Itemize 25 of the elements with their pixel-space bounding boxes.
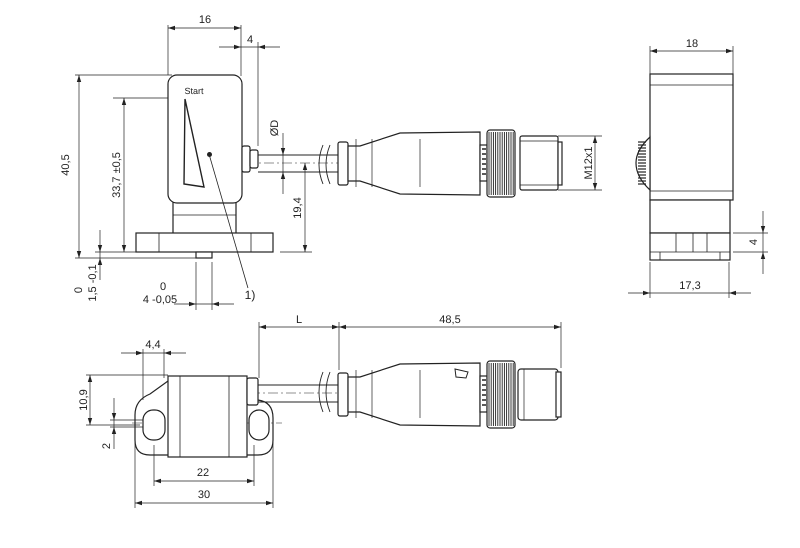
dimension-label: 4 -0,05: [142, 294, 178, 306]
dimension-label: 19,4: [292, 197, 304, 219]
dimension-label: 0: [160, 281, 166, 293]
dimension-label: 0: [73, 286, 85, 294]
dimension-label: 48,5: [439, 314, 461, 326]
dimension-label: 30: [198, 489, 210, 501]
marking-dot: [206, 152, 212, 156]
dimension-label: 1,5 -0,1: [87, 264, 99, 302]
dimension-label: 17,3: [679, 280, 701, 292]
leader-line: [209, 156, 248, 288]
dimension-label: 4: [748, 238, 760, 246]
dimension-label: 18: [686, 38, 698, 50]
dimension-label: L: [296, 314, 302, 326]
dimension-label: 33,7 ±0,5: [111, 152, 123, 198]
dimension-label: 4,4: [145, 339, 161, 351]
dimension-label: 10,9: [78, 389, 90, 411]
note-label: Start: [184, 85, 204, 97]
dimension-label: 22: [196, 467, 210, 479]
dimension-label: M12x1: [583, 146, 595, 180]
dimension-label: ØD: [269, 120, 281, 136]
dimension-label: 2: [101, 442, 113, 450]
dimension-label: 4: [246, 34, 254, 46]
dimension-label: 40,5: [60, 154, 72, 176]
callout-number: 1): [244, 289, 256, 301]
dimension-label: 16: [198, 14, 212, 26]
